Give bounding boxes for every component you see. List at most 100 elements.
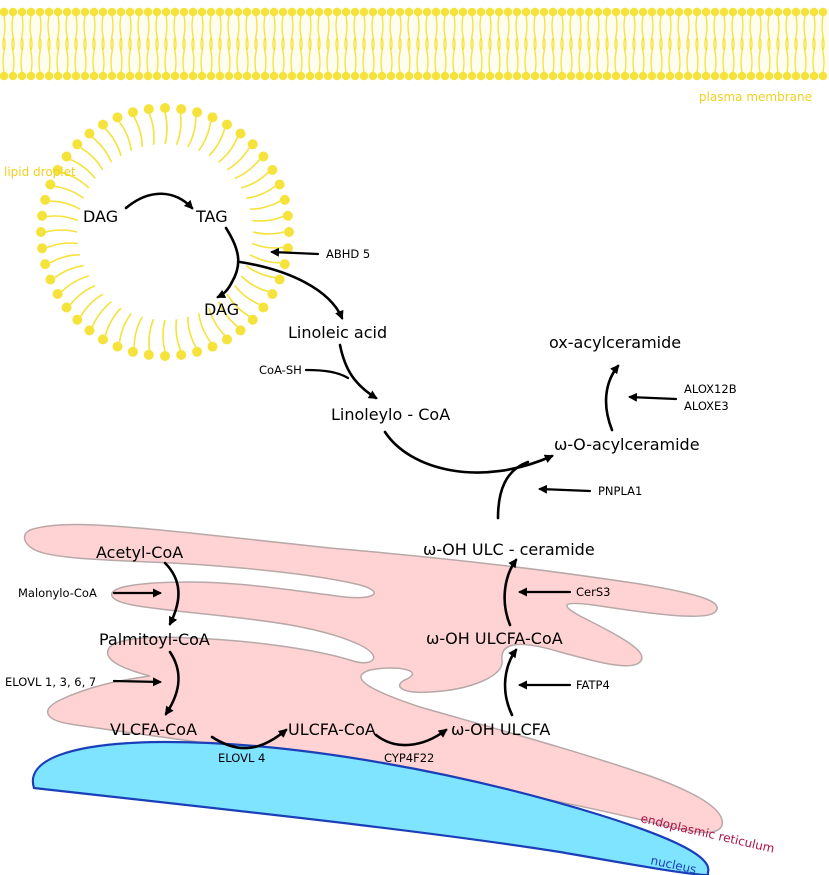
dag-top-label: DAG: [83, 207, 118, 226]
membrane-tail: [497, 37, 501, 73]
membrane-head: [152, 71, 162, 81]
membrane-head: [539, 71, 549, 81]
membrane-head: [611, 71, 621, 81]
droplet-head: [98, 119, 108, 130]
membrane-tail: [785, 15, 789, 51]
droplet-head: [45, 179, 56, 190]
membrane-head: [467, 7, 477, 17]
pnpla1-label: PNPLA1: [598, 484, 642, 498]
droplet-tail: [197, 313, 212, 343]
membrane-head: [251, 7, 261, 17]
membrane-tail: [56, 15, 60, 51]
membrane-head: [503, 71, 513, 81]
membrane-head: [215, 7, 225, 17]
membrane-tail: [677, 37, 681, 73]
membrane-tail: [227, 37, 231, 73]
membrane-tail: [704, 37, 708, 73]
tag-to-linoleic-arrow: [238, 260, 344, 320]
membrane-tail: [623, 37, 627, 73]
ox-acylceramide-label: ox-acylceramide: [549, 333, 681, 352]
droplet-lipid-tails: [45, 112, 285, 352]
droplet-lipid-heads: [36, 103, 294, 361]
membrane-tail: [794, 15, 798, 51]
membrane-tail: [443, 37, 447, 73]
membrane-head: [179, 71, 189, 81]
ceramide-to-acylceramide-arrow: [496, 460, 530, 520]
oh-ulcfa-coa-label: ω-OH ULCFA-CoA: [426, 629, 563, 648]
membrane-tail: [668, 37, 672, 73]
membrane-tail: [326, 37, 330, 73]
membrane-head: [395, 7, 405, 17]
membrane-tail: [470, 37, 474, 73]
membrane-head: [350, 71, 360, 81]
droplet-head: [235, 128, 246, 139]
droplet-tail: [118, 121, 133, 151]
membrane-head: [620, 71, 630, 81]
membrane-tail: [164, 37, 168, 73]
linoleylo-coa-label: Linoleylo - CoA: [331, 405, 450, 424]
droplet-tail: [175, 113, 182, 146]
membrane-tail: [236, 15, 240, 51]
membrane-head: [152, 7, 162, 17]
coash-label: CoA-SH: [259, 363, 302, 377]
droplet-tail: [61, 275, 90, 293]
membrane-head: [26, 71, 36, 81]
membrane-tail: [272, 37, 276, 73]
membrane-head: [197, 71, 207, 81]
membrane-tail: [389, 37, 393, 73]
membrane-tail: [731, 15, 735, 51]
droplet-head: [192, 107, 203, 118]
droplet-head: [279, 194, 290, 205]
membrane-head: [143, 7, 153, 17]
membrane-head: [314, 7, 324, 17]
droplet-tail: [148, 318, 155, 351]
droplet-head: [84, 325, 95, 336]
membrane-head: [530, 7, 540, 17]
membrane-head: [395, 71, 405, 81]
membrane-tail: [326, 15, 330, 51]
membrane-tail: [749, 37, 753, 73]
droplet-tail: [251, 242, 284, 249]
vlcfa-coa-label: VLCFA-CoA: [110, 720, 197, 739]
membrane-head: [584, 7, 594, 17]
membrane-head: [782, 71, 792, 81]
membrane-tail: [92, 15, 96, 51]
membrane-tail: [632, 37, 636, 73]
membrane-tail: [596, 37, 600, 73]
membrane-tail: [785, 37, 789, 73]
membrane-head: [548, 71, 558, 81]
droplet-head: [45, 274, 56, 285]
membrane-head: [296, 7, 306, 17]
membrane-tail: [281, 15, 285, 51]
membrane-head: [494, 71, 504, 81]
membrane-head: [503, 7, 513, 17]
membrane-head: [188, 71, 198, 81]
droplet-head: [176, 349, 187, 360]
membrane-tail: [641, 37, 645, 73]
aloxe3-label: ALOXE3: [684, 399, 729, 413]
droplet-head: [235, 325, 246, 336]
membrane-head: [62, 7, 72, 17]
membrane-head: [593, 7, 603, 17]
membrane-tail: [407, 37, 411, 73]
membrane-head: [476, 71, 486, 81]
membrane-head: [485, 71, 495, 81]
enzyme-labels: ABHD 5 CoA-SH ALOX12B ALOXE3 PNPLA1 Malo…: [5, 247, 737, 765]
membrane-head: [692, 71, 702, 81]
droplet-head: [192, 346, 203, 357]
membrane-head: [89, 71, 99, 81]
membrane-tail: [263, 15, 267, 51]
membrane-head: [44, 71, 54, 81]
membrane-head: [305, 71, 315, 81]
droplet-head: [258, 302, 269, 313]
membrane-tail: [191, 37, 195, 73]
droplet-tail: [46, 242, 78, 249]
reaction-arrows: [112, 192, 678, 750]
membrane-tail: [335, 15, 339, 51]
membrane-head: [53, 71, 63, 81]
membrane-head: [782, 7, 792, 17]
membrane-head: [269, 7, 279, 17]
membrane-head: [287, 71, 297, 81]
palmitoyl-coa-label: Palmitoyl-CoA: [99, 630, 210, 649]
droplet-tail: [45, 229, 78, 233]
